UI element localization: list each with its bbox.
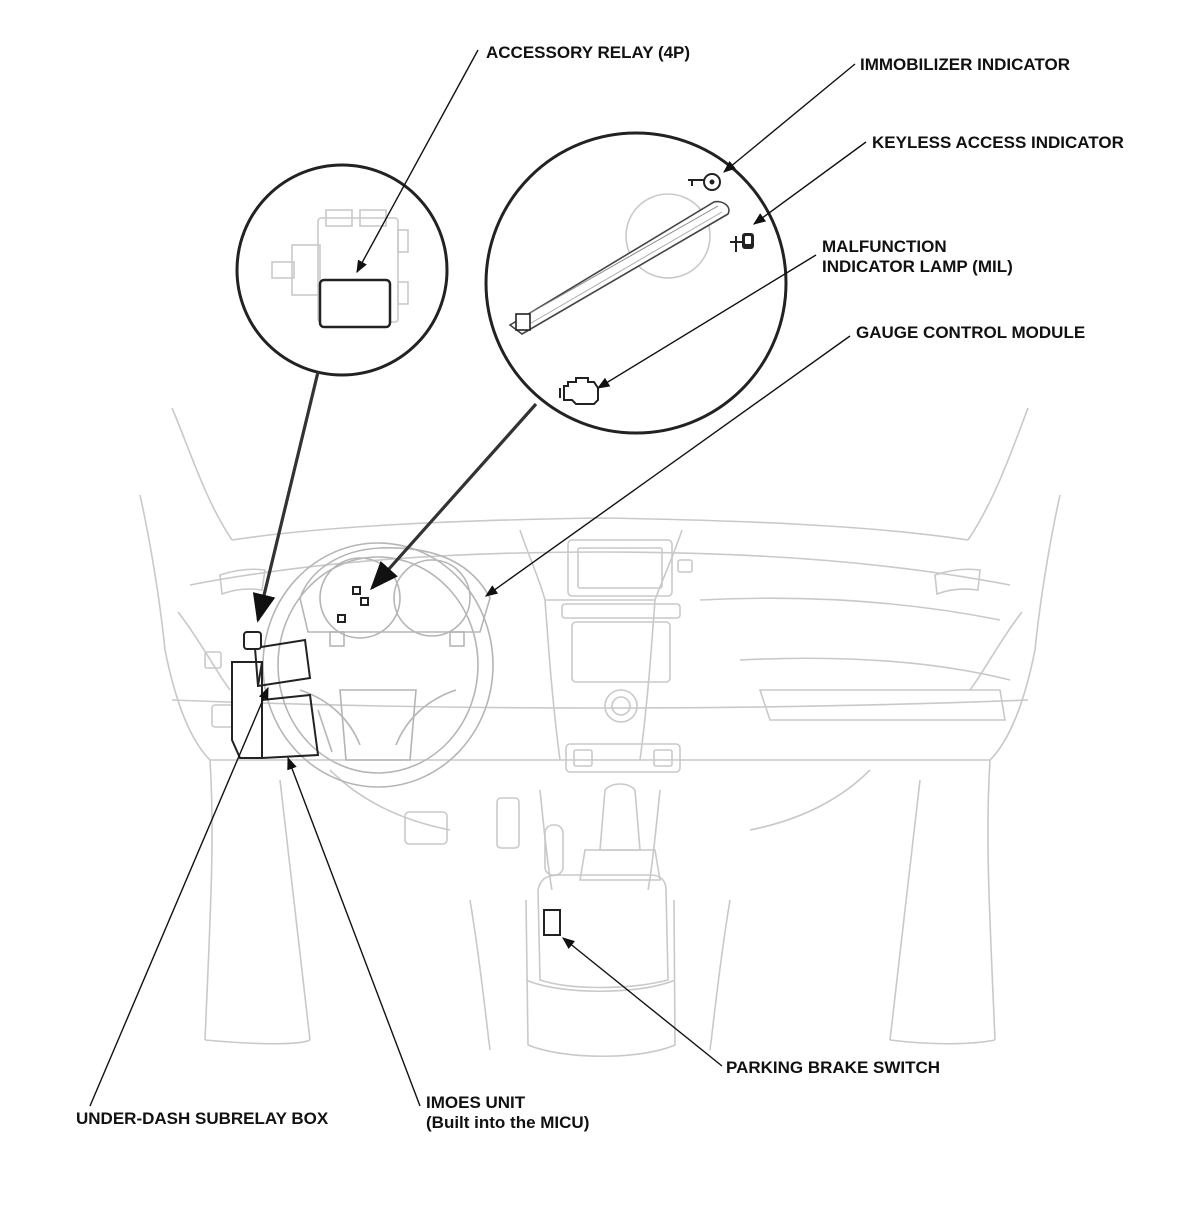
parking-brake-switch-component [543,909,561,936]
label-malfunction-indicator-lamp: MALFUNCTION INDICATOR LAMP (MIL) [822,237,1013,277]
label-gauge-control-module: GAUGE CONTROL MODULE [856,323,1086,342]
vehicle-interior-outline [139,407,1061,1057]
label-keyless-access-indicator: KEYLESS ACCESS INDICATOR [872,133,1124,152]
label-parking-brake-switch: PARKING BRAKE SWITCH [726,1058,941,1077]
leader-imoes-unit [287,756,421,1107]
keyless-access-icon [730,233,754,252]
label-imoes-line2: (Built into the MICU) [426,1113,590,1132]
accessory-relay-on-box [253,638,312,688]
leader-keyless-access-indicator [752,141,867,225]
immobilizer-key-icon [688,173,721,191]
label-immobilizer-indicator: IMMOBILIZER INDICATOR [860,55,1070,74]
label-accessory-relay: ACCESSORY RELAY (4P) [486,43,691,62]
gauge-cluster-zoom-circle [484,131,788,435]
leader-immobilizer-indicator [723,63,856,173]
imoes-unit-body [261,693,320,759]
zoom-connectors [252,371,538,623]
label-mil-line2: INDICATOR LAMP (MIL) [822,257,1013,276]
leader-gauge-control-module [484,335,851,597]
mil-engine-icon [559,377,599,405]
leader-lines [89,49,867,1107]
accessory-relay-zoom-circle [235,163,449,377]
label-mil-line1: MALFUNCTION [822,237,947,256]
accessory-relay-detail [318,278,392,329]
leader-parking-brake-switch [562,937,723,1067]
highlighted-components [231,586,561,936]
label-imoes-line1: IMOES UNIT [426,1093,526,1112]
leader-accessory-relay [356,49,479,274]
label-under-dash-subrelay-box: UNDER-DASH SUBRELAY BOX [76,1109,329,1128]
leader-under-dash-subrelay-box [89,686,269,1107]
accessory-relay-location [243,631,262,650]
label-imoes-unit: IMOES UNIT (Built into the MICU) [426,1093,589,1133]
leader-mil [596,254,817,389]
